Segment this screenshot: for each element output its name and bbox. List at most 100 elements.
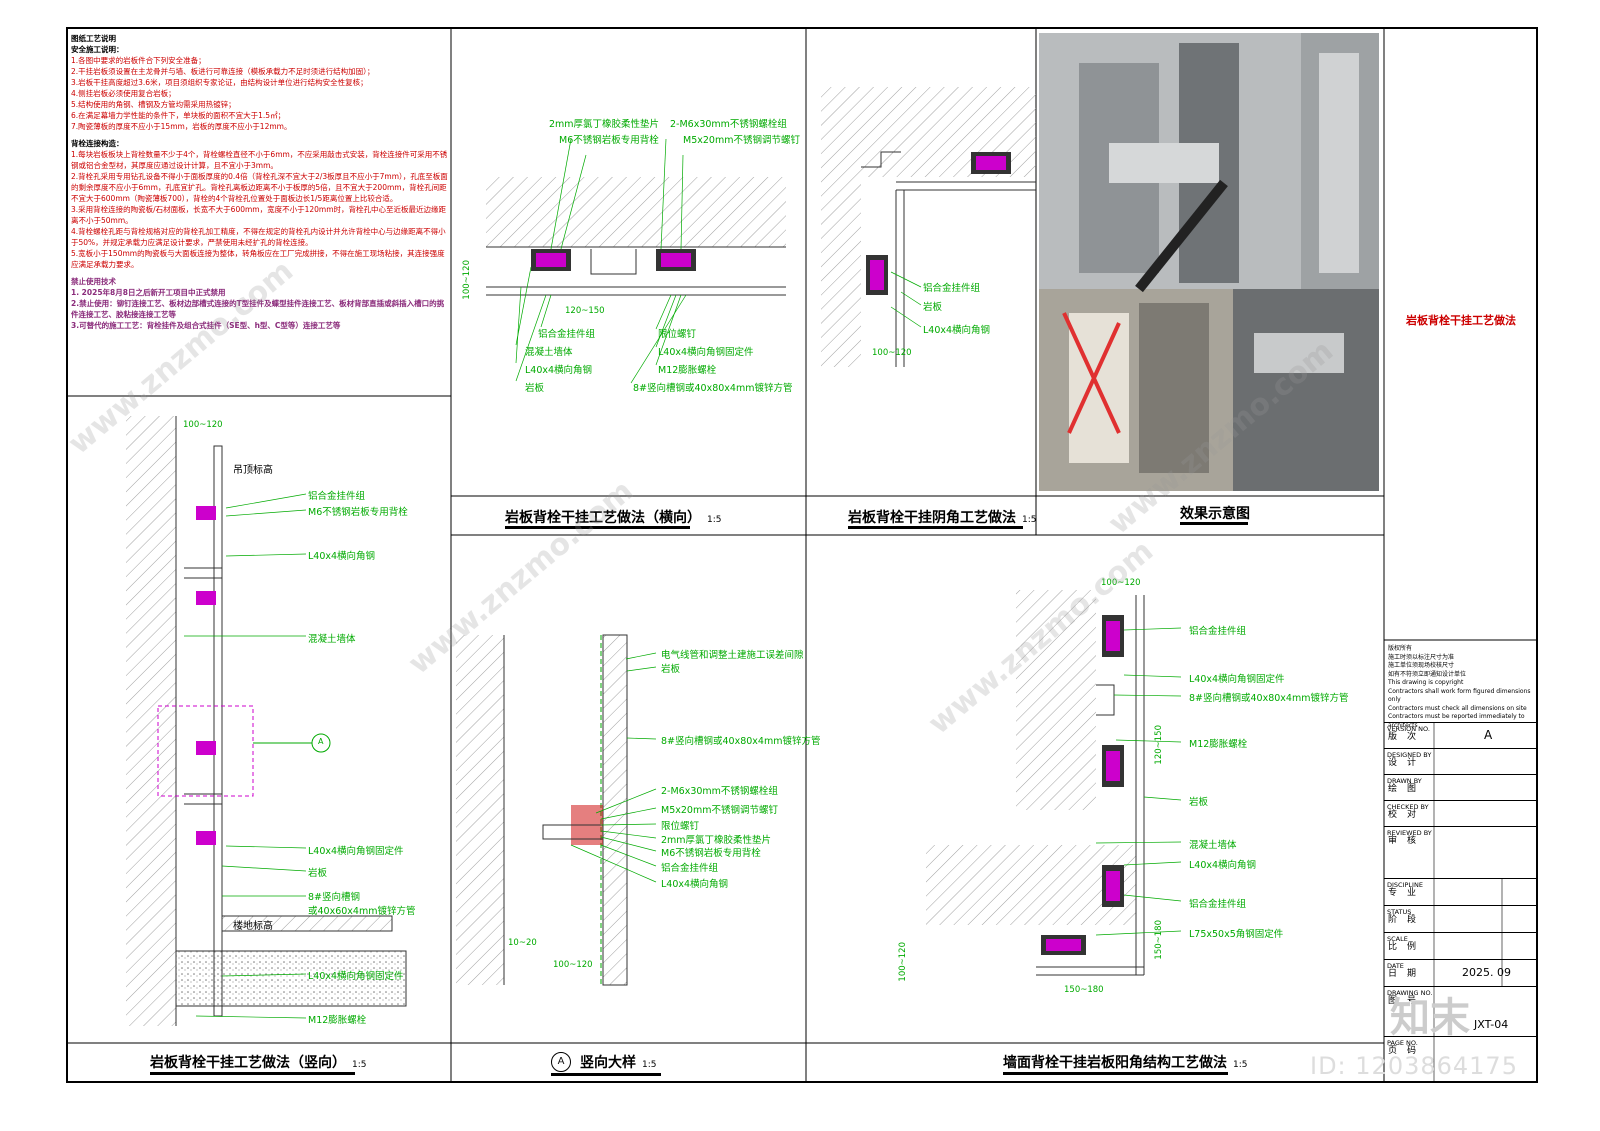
h-dim-h: 120~150 (565, 306, 605, 316)
h-label-b7: M12膨胀螺栓 (658, 365, 717, 376)
h-label-t4: M5x20mm不锈钢调节螺钉 (683, 135, 800, 146)
title-effect-underline (1180, 522, 1248, 525)
inner-corner-drawing (821, 87, 1036, 367)
v-label-7b: 或40x60x4mm镀锌方管 (308, 906, 416, 917)
oc-label-9: L75x50x5角钢固定件 (1189, 929, 1284, 940)
vertical-section-drawing (126, 416, 407, 1026)
tb-drawing-no: DRAWING NO. 图号 JXT-04 (1384, 986, 1538, 1037)
oc-label-5: 岩板 (1189, 797, 1209, 808)
h-label-b6: L40x4横向角钢固定件 (658, 347, 754, 358)
title-vertical-underline (150, 1072, 355, 1075)
watermark-logo: 知末 (1390, 995, 1470, 1041)
d-label-7: 2mm厚氯丁橡胶柔性垫片 (661, 835, 772, 846)
anchor-notes: 背栓连接构造： 1.每块岩板板块上背栓数量不少于4个，背栓螺栓直径不小于6mm，… (71, 139, 448, 269)
h-label-b3: L40x4横向角钢 (525, 365, 593, 376)
copyright-block: 版权所有 施工时须以标注尺寸为准 施工单位须现场校核尺寸 如有不符须立即通知设计… (1388, 645, 1531, 729)
project-title: 岩板背栓干挂工艺做法 (1406, 314, 1516, 327)
title-effect: 效果示意图 (1180, 506, 1250, 522)
tb-col-divider (1433, 722, 1503, 1083)
effect-photos (1039, 33, 1379, 491)
h-label-b1: 铝合金挂件组 (538, 329, 596, 340)
oc-label-1: 铝合金挂件组 (1189, 626, 1247, 637)
outer-corner-drawing (926, 590, 1182, 976)
floor-level: 楼地标高 (233, 921, 273, 932)
notes-heading: 图纸工艺说明 (71, 34, 116, 43)
h-label-b8: 8#竖向槽钢或40x80x4mm镀锌方管 (633, 383, 793, 394)
d-label-3: 8#竖向槽钢或40x80x4mm镀锌方管 (661, 736, 821, 747)
title-outer-corner-underline (1003, 1072, 1228, 1075)
process-notes: 图纸工艺说明 安全施工说明： 1.各图中要求的岩板件合下列安全准备； 2.干挂岩… (71, 33, 449, 393)
v-label-7a: 8#竖向槽钢 (308, 892, 361, 903)
oc-dim-h: 150~180 (1064, 985, 1104, 995)
v-callout-a: A (318, 737, 324, 746)
tb-page-no: PAGE NO. 页码 (1384, 1036, 1538, 1084)
ceiling-level: 吊顶标高 (233, 465, 273, 476)
ic-label-1: 铝合金挂件组 (923, 283, 981, 294)
h-label-t1: 2mm厚氯丁橡胶柔性垫片 (549, 119, 660, 130)
d-label-8: M6不锈钢岩板专用背栓 (661, 848, 761, 859)
d-label-5: M5x20mm不锈钢调节螺钉 (661, 805, 778, 816)
oc-label-8: 铝合金挂件组 (1189, 899, 1247, 910)
horizontal-section-drawing (486, 138, 786, 384)
v-label-1: 铝合金挂件组 (308, 491, 366, 502)
ic-label-3: L40x4横向角钢 (923, 325, 991, 336)
d-dim-1: 10~20 (508, 938, 537, 948)
tb-drawn: DRAWN BY 绘图 (1384, 774, 1538, 801)
watermark-id: ID: 1203864175 (1310, 1052, 1518, 1080)
title-horizontal: 岩板背栓干挂工艺做法（横向）1:5 (505, 510, 722, 526)
oc-dim-v1: 120~150 (1154, 725, 1164, 765)
h-dim-v: 100~120 (462, 260, 472, 300)
v-label-9: M12膨胀螺栓 (308, 1015, 367, 1026)
title-detail-underline (551, 1073, 661, 1076)
v-label-8: L40x4横向角钢固定件 (308, 971, 404, 982)
oc-label-2: L40x4横向角钢固定件 (1189, 674, 1285, 685)
oc-label-7: L40x4横向角钢 (1189, 860, 1257, 871)
h-label-t3: 2-M6x30mm不锈钢螺栓组 (670, 119, 787, 130)
v-label-2: M6不锈钢岩板专用背栓 (308, 507, 408, 518)
h-label-t2: M6不锈钢岩板专用背栓 (559, 135, 659, 146)
oc-dim-v3: 100~120 (898, 942, 908, 982)
title-vertical: 岩板背栓干挂工艺做法（竖向）1:5 (150, 1055, 367, 1071)
tb-discipline: DISCIPLINE 专业 (1384, 878, 1538, 906)
tb-version: VERSION NO. 版次 A (1384, 722, 1538, 749)
v-label-3: L40x4横向角钢 (308, 551, 376, 562)
h-label-b5: 限位螺钉 (658, 329, 697, 340)
ic-label-2: 岩板 (923, 302, 943, 313)
oc-dim-v2: 150~180 (1154, 920, 1164, 960)
d-dim-2: 100~120 (553, 960, 593, 970)
tb-reviewed: REVIEWED BY 审核 (1384, 826, 1538, 879)
v-label-6: 岩板 (308, 868, 328, 879)
prohibited-notes: 禁止使用技术 1. 2025年8月8日之后新开工项目中正式禁用 2.禁止使用：铆… (71, 277, 445, 330)
d-label-1: 电气线管和调整土建施工误差间隙 (661, 650, 804, 661)
oc-label-4: M12膨胀螺栓 (1189, 739, 1248, 750)
oc-label-3: 8#竖向槽钢或40x80x4mm镀锌方管 (1189, 693, 1349, 704)
safety-notes: 安全施工说明： 1.各图中要求的岩板件合下列安全准备； 2.干挂岩板须设置在主龙… (71, 45, 375, 131)
oc-dim-top: 100~120 (1101, 578, 1141, 588)
tb-status: STATUS 阶段 (1384, 905, 1538, 933)
d-label-10: L40x4横向角钢 (661, 879, 729, 890)
d-label-4: 2-M6x30mm不锈钢螺栓组 (661, 786, 778, 797)
oc-label-6: 混凝土墙体 (1189, 840, 1237, 851)
v-label-4: 混凝土墙体 (308, 634, 356, 645)
d-label-6: 限位螺钉 (661, 821, 700, 832)
tb-designed: DESIGNED BY 设计 (1384, 748, 1538, 775)
tb-scale: SCALE 比例 (1384, 932, 1538, 960)
detail-a-drawing (456, 634, 657, 986)
tb-date: DATE 日期 2025. 09 (1384, 959, 1538, 987)
drawing-frame (66, 27, 1538, 1083)
h-label-b4: 岩板 (525, 383, 545, 394)
tb-checked: CHECKED BY 校对 (1384, 800, 1538, 827)
detail-callout-circle: A (551, 1052, 571, 1072)
d-label-2: 岩板 (661, 664, 681, 675)
v-label-5: L40x4横向角钢固定件 (308, 846, 404, 857)
d-label-9: 铝合金挂件组 (661, 863, 719, 874)
title-horizontal-underline (505, 526, 690, 529)
ic-dim: 100~120 (872, 348, 912, 358)
h-label-b2: 混凝土墙体 (525, 347, 573, 358)
title-inner-corner-underline (848, 526, 1023, 529)
v-dim-top: 100~120 (183, 420, 223, 430)
